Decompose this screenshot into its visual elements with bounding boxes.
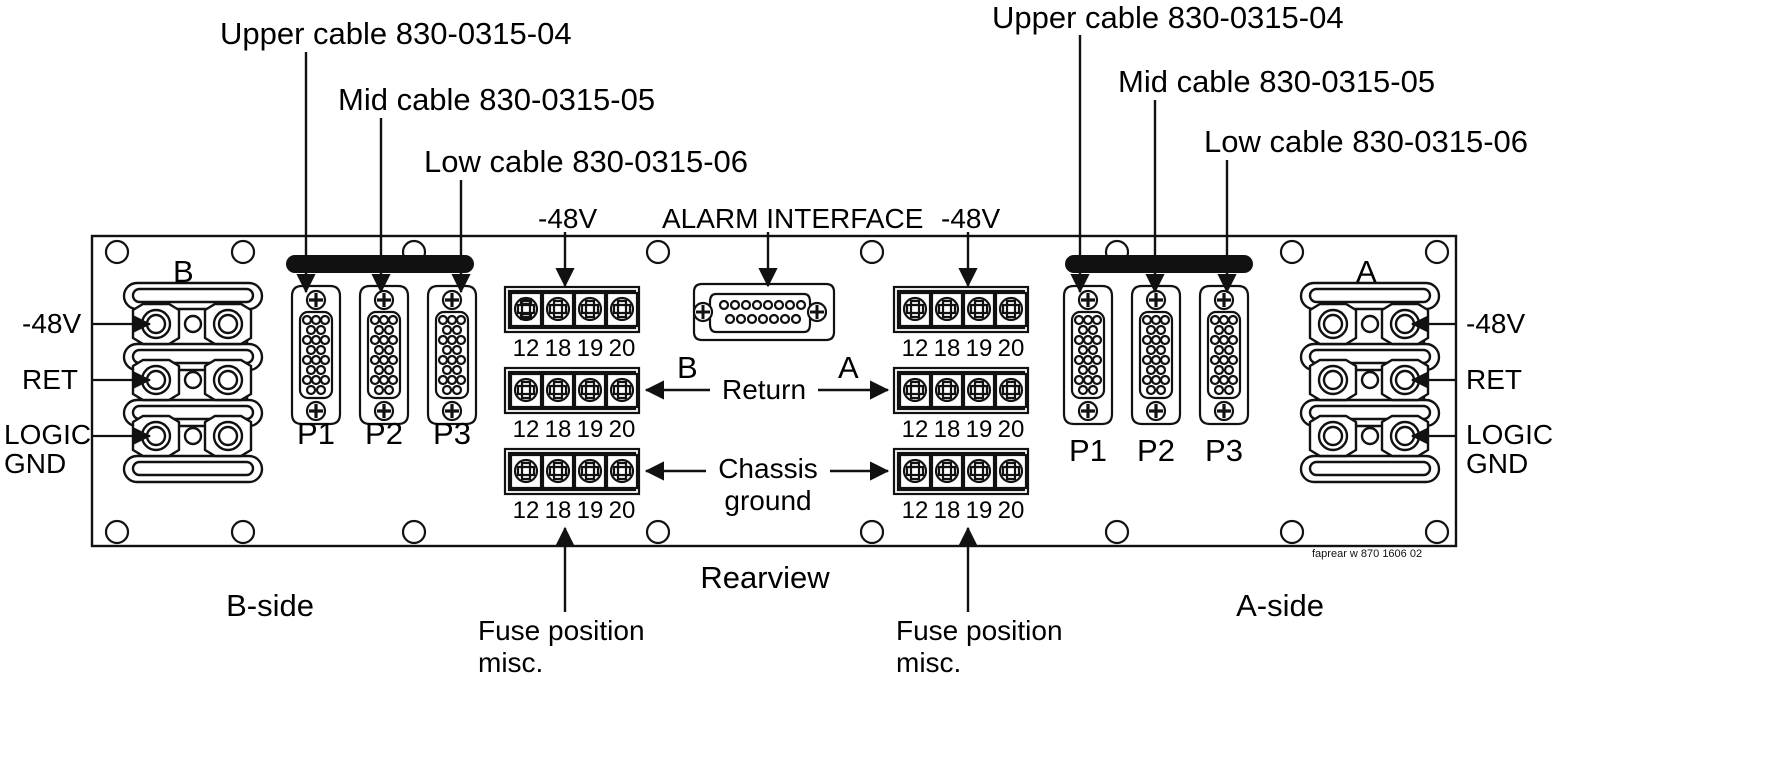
terminal-number-a1-1: 18 [933,335,961,362]
callout-low-cable-left: Low cable 830-0315-06 [424,144,749,179]
connector-label-right-p3: P3 [1205,433,1243,468]
terminal-number-b1-1: 18 [544,335,572,362]
terminal-block-a-chassis [892,447,1030,496]
terminal-number-a2-2: 19 [965,416,993,443]
busbar-a-row-logic-gnd: LOGIC GND [1466,419,1554,480]
terminal-block-b-chassis [503,447,641,496]
terminal-group-letter-b: B [677,350,698,385]
terminal-block-b-return [503,366,641,415]
label-alarm-interface: ALARM INTERFACE [662,203,924,234]
mounting-holes-top [104,239,1450,265]
callout-mid-cable-right: Mid cable 830-0315-05 [1118,64,1436,99]
dsub-right-p3 [1198,284,1250,426]
terminal-number-b2-0: 12 [512,416,540,443]
terminal-number-b2-1: 18 [544,416,572,443]
side-label-a: A-side [1236,588,1324,623]
center-label-leaders [644,380,890,481]
terminal-block-b-48v [503,285,641,334]
callout-leaders-left [296,52,575,294]
busbar-a-row-neg48v: -48V [1466,308,1526,339]
connector-label-right-p1: P1 [1069,433,1107,468]
busbar-stack-a [1299,281,1441,484]
busbar-b-row-neg48v: -48V [22,308,82,339]
terminal-number-a2-0: 12 [901,416,929,443]
callout-upper-cable-right: Upper cable 830-0315-04 [992,0,1344,35]
busbar-a-row-ret: RET [1466,364,1522,395]
busbar-group-letter-a: A [1356,254,1377,289]
terminal-number-a3-1: 18 [933,497,961,524]
drawing-fine-print: faprear w 870 1606 02 [1312,548,1423,560]
terminal-number-b3-1: 18 [544,497,572,524]
dsub-left-p2 [358,284,410,426]
dsub-right-p2 [1130,284,1182,426]
terminal-number-a2-3: 20 [997,416,1025,443]
callout-mid-cable-left: Mid cable 830-0315-05 [338,82,656,117]
callout-leaders-right [958,35,1237,294]
fuse-note-leaders [555,526,978,612]
label-neg48v-left: -48V [538,203,598,234]
terminal-number-a1-3: 20 [997,335,1025,362]
label-neg48v-right: -48V [941,203,1001,234]
side-label-b: B-side [226,588,314,623]
callout-upper-cable-left: Upper cable 830-0315-04 [220,16,572,51]
dsub-right-p1 [1062,284,1114,426]
terminal-block-a-48v [892,285,1030,334]
cable-bar-right [1065,255,1253,273]
fuse-note-right: Fuse position misc. [896,615,1063,679]
terminal-number-b3-3: 20 [608,497,636,524]
terminal-group-letter-a: A [838,350,859,385]
dsub-left-p3 [426,284,478,426]
terminal-number-b2-3: 20 [608,416,636,443]
terminal-number-a1-2: 19 [965,335,993,362]
busbar-b-leaders [92,315,152,445]
connector-label-right-p2: P2 [1137,433,1175,468]
terminal-number-a3-0: 12 [901,497,929,524]
dsub-left-p1 [290,284,342,426]
busbar-b-row-logic-gnd: LOGIC GND [4,419,92,480]
alarm-interface-connector [692,282,836,342]
terminal-row-label-return: Return [721,374,807,405]
terminal-number-a3-2: 19 [965,497,993,524]
terminal-number-b3-2: 19 [576,497,604,524]
terminal-number-a2-1: 18 [933,416,961,443]
diagram-title: Rearview [700,560,830,595]
busbar-a-leaders [1410,315,1456,445]
busbar-group-letter-b: B [173,254,194,289]
fuse-note-left: Fuse position misc. [478,615,645,679]
terminal-number-a1-0: 12 [901,335,929,362]
mounting-holes-bottom [104,519,1450,545]
terminal-number-b1-3: 20 [608,335,636,362]
terminal-number-b2-2: 19 [576,416,604,443]
connector-label-left-p1: P1 [297,416,335,451]
callout-low-cable-right: Low cable 830-0315-06 [1204,124,1529,159]
terminal-number-a3-3: 20 [997,497,1025,524]
busbar-b-row-ret: RET [22,364,78,395]
terminal-number-b3-0: 12 [512,497,540,524]
connector-label-left-p2: P2 [365,416,403,451]
connector-label-left-p3: P3 [433,416,471,451]
terminal-number-b1-0: 12 [512,335,540,362]
terminal-row-label-chassis-ground: Chassis ground [718,453,818,517]
terminal-number-b1-2: 19 [576,335,604,362]
terminal-block-a-return [892,366,1030,415]
